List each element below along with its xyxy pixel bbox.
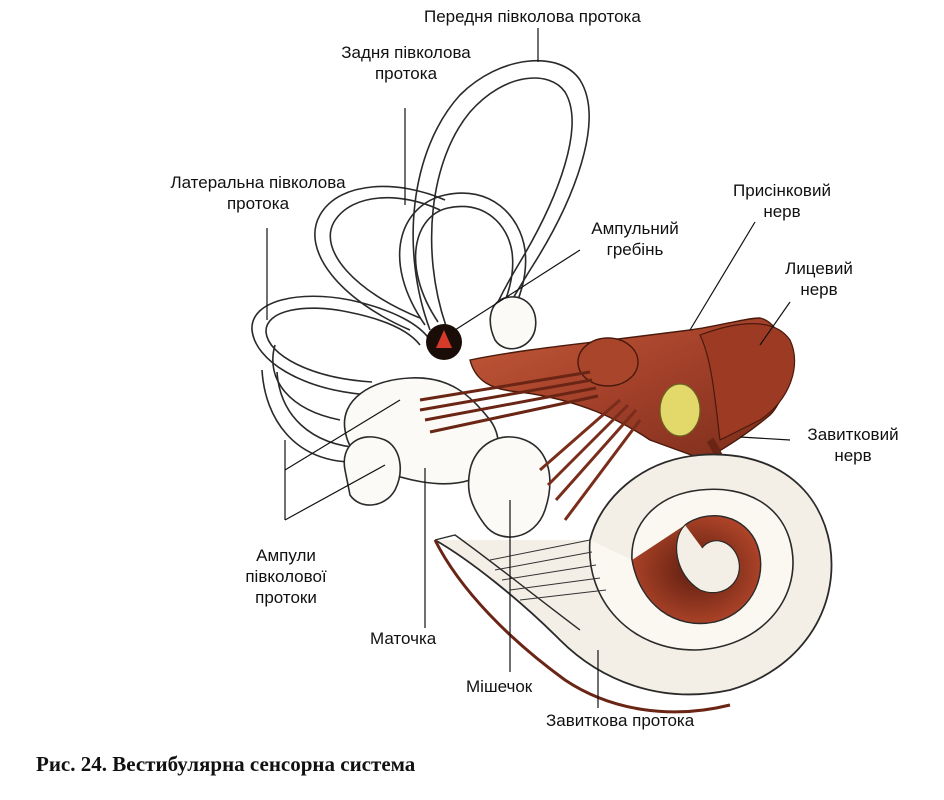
lateral-semicircular-duct: [251, 295, 431, 463]
label-cochlear-nerve: Завитковий нерв: [788, 424, 918, 466]
label-cochlear-nerve-line2: нерв: [834, 446, 872, 465]
label-posterior-duct-line1: Задня півколова: [341, 43, 471, 62]
label-vestibular-nerve-line1: Присінковий: [733, 181, 831, 200]
label-ampullae-line2: півколової: [245, 567, 327, 586]
label-cochlear-nerve-line1: Завитковий: [807, 425, 899, 444]
label-ampullary-crest-line2: гребінь: [606, 240, 664, 259]
label-saccule: Мішечок: [466, 677, 533, 696]
label-vestibular-nerve-line2: нерв: [763, 202, 801, 221]
label-cochlear-duct: Завиткова протока: [546, 711, 695, 730]
cochlea: [433, 453, 833, 714]
label-ampullae-line3: протоки: [255, 588, 317, 607]
leader-lines: [266, 28, 791, 708]
label-facial-nerve-line2: нерв: [800, 280, 838, 299]
label-facial-nerve: Лицевий нерв: [764, 258, 874, 300]
label-facial-nerve-line1: Лицевий: [785, 259, 853, 278]
figure-caption: Рис. 24. Вестибулярна сенсорна система: [36, 752, 416, 776]
label-ampullae-line1: Ампули: [256, 546, 316, 565]
posterior-semicircular-duct: [314, 185, 527, 331]
label-posterior-duct-line2: протока: [374, 64, 438, 83]
label-posterior-duct: Задня півколова протока: [290, 42, 522, 84]
label-anterior-duct: Передня півколова протока: [424, 7, 641, 26]
label-ampullary-crest: Ампульний гребінь: [572, 218, 698, 260]
label-lateral-duct-line1: Латеральна півколова: [170, 173, 346, 192]
label-utricle: Маточка: [370, 629, 437, 648]
label-vestibular-nerve: Присінковий нерв: [718, 180, 846, 222]
anterior-semicircular-duct: [412, 60, 590, 331]
label-ampullary-crest-line1: Ампульний: [591, 219, 679, 238]
ampullary-crest: [426, 324, 462, 360]
label-ampullae: Ампули півколової протоки: [216, 545, 356, 608]
label-lateral-duct-line2: протока: [226, 194, 290, 213]
label-lateral-duct: Латеральна півколова протока: [136, 172, 380, 214]
